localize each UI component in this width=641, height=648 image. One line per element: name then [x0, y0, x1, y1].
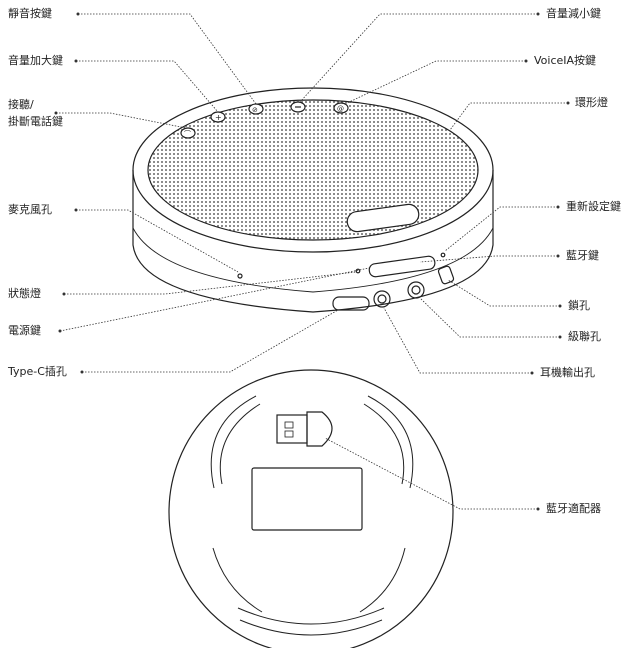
label-power-key: 電源鍵	[8, 324, 41, 337]
label-lock-hole: 鎖孔	[568, 299, 590, 312]
label-volume-down-key: 音量減小鍵	[546, 7, 601, 20]
label-bluetooth-key: 藍牙鍵	[566, 249, 599, 262]
bt-adapter-dongle	[276, 414, 308, 444]
leader-dots	[54, 12, 570, 511]
label-bt-adapter: 藍牙適配器	[546, 502, 601, 515]
bottom-label-plate	[251, 467, 363, 531]
status-light-dot	[355, 268, 361, 274]
mic-hole	[237, 273, 243, 279]
foot-bottom	[237, 607, 385, 625]
device-top-rim	[132, 87, 494, 253]
bluetooth-button	[368, 255, 436, 278]
leader-lines	[56, 13, 568, 510]
headphone-jack-inner	[377, 294, 387, 304]
lock-slot	[437, 265, 455, 285]
svg-text:@: @	[337, 105, 344, 113]
label-ring-light: 環形燈	[575, 96, 608, 109]
label-voice-ai-key: VoiceIA按鍵	[534, 54, 597, 67]
foot-left	[210, 395, 261, 489]
cascade-port-inner	[411, 285, 421, 295]
label-mute-key: 靜音按鍵	[8, 7, 52, 20]
foot-bottom-right	[359, 547, 406, 613]
svg-text:⌒: ⌒	[184, 130, 191, 138]
bt-adapter-slot	[306, 411, 333, 447]
label-volume-up-key: 音量加大鍵	[8, 54, 63, 67]
device-top-view: ⌒ + ⊘ @	[132, 87, 494, 313]
device-bottom-view	[168, 369, 454, 648]
label-headphone-jack: 耳機輸出孔	[540, 366, 595, 379]
svg-text:+: +	[215, 113, 222, 122]
foot-bottom-left	[212, 547, 263, 613]
device-seam	[132, 227, 494, 293]
headphone-jack-outer	[373, 290, 391, 308]
label-typec-port: Type-C插孔	[8, 365, 67, 378]
reset-hole	[440, 252, 446, 258]
speaker-grille	[147, 99, 479, 241]
label-cascade-port: 級聯孔	[568, 330, 601, 343]
label-answer-line1: 接聽/	[8, 98, 34, 111]
label-answer-line2: 掛斷電話鍵	[8, 115, 63, 128]
label-reset-key: 重新設定鍵	[566, 200, 621, 213]
center-button-bar	[346, 203, 420, 233]
device-body-side	[132, 170, 494, 313]
typec-port	[332, 296, 370, 311]
voice-ai-button-icon	[333, 102, 349, 114]
bottom-outer-ring	[168, 369, 454, 648]
answer-button-icon	[180, 127, 196, 139]
mute-button-icon	[248, 103, 264, 115]
cascade-port-outer	[407, 281, 425, 299]
label-mic-hole: 麥克風孔	[8, 203, 52, 216]
label-status-light: 狀態燈	[8, 287, 41, 300]
svg-text:⊘: ⊘	[252, 106, 258, 114]
foot-right	[363, 395, 414, 489]
